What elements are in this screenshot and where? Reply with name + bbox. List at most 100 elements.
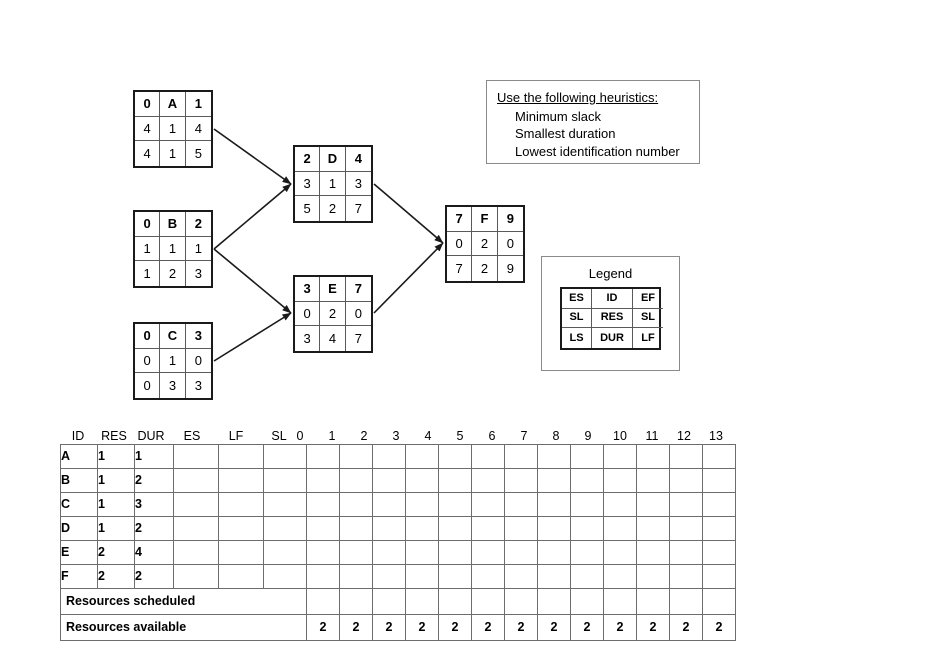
cell-c-sl[interactable] xyxy=(263,492,307,517)
timecell-c-2[interactable] xyxy=(372,492,406,517)
timecell-a-11[interactable] xyxy=(669,444,703,469)
activity-node-b[interactable]: 0 B 2 1 1 1 1 2 3 xyxy=(133,210,213,288)
timecell-d-7[interactable] xyxy=(537,516,571,541)
timecell-f-9[interactable] xyxy=(603,564,637,589)
cell-c-dur[interactable]: 3 xyxy=(134,492,174,517)
timecell-e-7[interactable] xyxy=(537,540,571,565)
timecell-d-5[interactable] xyxy=(471,516,505,541)
timecell-c-11[interactable] xyxy=(669,492,703,517)
timecell-e-10[interactable] xyxy=(636,540,670,565)
cell-d-dur[interactable]: 2 xyxy=(134,516,174,541)
timecell-b-8[interactable] xyxy=(570,468,604,493)
cell-b-lf[interactable] xyxy=(218,468,264,493)
timecell-e-11[interactable] xyxy=(669,540,703,565)
resources-scheduled-cell-8[interactable] xyxy=(570,588,604,615)
timecell-c-4[interactable] xyxy=(438,492,472,517)
timecell-b-7[interactable] xyxy=(537,468,571,493)
timecell-f-2[interactable] xyxy=(372,564,406,589)
activity-node-a[interactable]: 0 A 1 4 1 4 4 1 5 xyxy=(133,90,213,168)
cell-b-es[interactable] xyxy=(173,468,219,493)
resources-scheduled-cell-12[interactable] xyxy=(702,588,736,615)
timecell-a-9[interactable] xyxy=(603,444,637,469)
cell-a-lf[interactable] xyxy=(218,444,264,469)
resources-available-cell-2[interactable]: 2 xyxy=(372,614,406,641)
resources-available-cell-5[interactable]: 2 xyxy=(471,614,505,641)
timecell-c-12[interactable] xyxy=(702,492,736,517)
cell-a-dur[interactable]: 1 xyxy=(134,444,174,469)
resources-scheduled-cell-0[interactable] xyxy=(306,588,340,615)
activity-node-c[interactable]: 0 C 3 0 1 0 0 3 3 xyxy=(133,322,213,400)
cell-f-res[interactable]: 2 xyxy=(97,564,135,589)
timecell-d-6[interactable] xyxy=(504,516,538,541)
resources-available-cell-10[interactable]: 2 xyxy=(636,614,670,641)
timecell-a-6[interactable] xyxy=(504,444,538,469)
resources-scheduled-cell-5[interactable] xyxy=(471,588,505,615)
resources-available-cell-0[interactable]: 2 xyxy=(306,614,340,641)
timecell-b-3[interactable] xyxy=(405,468,439,493)
timecell-e-9[interactable] xyxy=(603,540,637,565)
resources-scheduled-cell-2[interactable] xyxy=(372,588,406,615)
timecell-a-3[interactable] xyxy=(405,444,439,469)
activity-node-d[interactable]: 2 D 4 3 1 3 5 2 7 xyxy=(293,145,373,223)
activity-node-f[interactable]: 7 F 9 0 2 0 7 2 9 xyxy=(445,205,525,283)
cell-e-sl[interactable] xyxy=(263,540,307,565)
cell-e-lf[interactable] xyxy=(218,540,264,565)
timecell-c-1[interactable] xyxy=(339,492,373,517)
timecell-e-0[interactable] xyxy=(306,540,340,565)
resources-available-cell-3[interactable]: 2 xyxy=(405,614,439,641)
cell-b-dur[interactable]: 2 xyxy=(134,468,174,493)
cell-c-id[interactable]: C xyxy=(60,492,98,517)
timecell-a-8[interactable] xyxy=(570,444,604,469)
timecell-e-5[interactable] xyxy=(471,540,505,565)
resources-scheduled-cell-9[interactable] xyxy=(603,588,637,615)
timecell-a-12[interactable] xyxy=(702,444,736,469)
timecell-b-1[interactable] xyxy=(339,468,373,493)
resources-scheduled-cell-4[interactable] xyxy=(438,588,472,615)
timecell-d-1[interactable] xyxy=(339,516,373,541)
resources-available-cell-4[interactable]: 2 xyxy=(438,614,472,641)
timecell-a-1[interactable] xyxy=(339,444,373,469)
timecell-d-11[interactable] xyxy=(669,516,703,541)
timecell-c-0[interactable] xyxy=(306,492,340,517)
timecell-d-8[interactable] xyxy=(570,516,604,541)
cell-c-es[interactable] xyxy=(173,492,219,517)
resources-scheduled-cell-1[interactable] xyxy=(339,588,373,615)
timecell-e-6[interactable] xyxy=(504,540,538,565)
timecell-e-3[interactable] xyxy=(405,540,439,565)
cell-a-id[interactable]: A xyxy=(60,444,98,469)
timecell-a-5[interactable] xyxy=(471,444,505,469)
timecell-a-0[interactable] xyxy=(306,444,340,469)
timecell-f-10[interactable] xyxy=(636,564,670,589)
cell-b-id[interactable]: B xyxy=(60,468,98,493)
timecell-b-11[interactable] xyxy=(669,468,703,493)
timecell-b-4[interactable] xyxy=(438,468,472,493)
timecell-f-0[interactable] xyxy=(306,564,340,589)
cell-f-lf[interactable] xyxy=(218,564,264,589)
resources-available-cell-12[interactable]: 2 xyxy=(702,614,736,641)
cell-e-es[interactable] xyxy=(173,540,219,565)
timecell-c-6[interactable] xyxy=(504,492,538,517)
timecell-e-12[interactable] xyxy=(702,540,736,565)
cell-f-id[interactable]: F xyxy=(60,564,98,589)
timecell-f-4[interactable] xyxy=(438,564,472,589)
timecell-b-5[interactable] xyxy=(471,468,505,493)
timecell-d-10[interactable] xyxy=(636,516,670,541)
timecell-c-5[interactable] xyxy=(471,492,505,517)
resources-available-cell-6[interactable]: 2 xyxy=(504,614,538,641)
cell-a-es[interactable] xyxy=(173,444,219,469)
activity-node-e[interactable]: 3 E 7 0 2 0 3 4 7 xyxy=(293,275,373,353)
timecell-d-12[interactable] xyxy=(702,516,736,541)
timecell-f-6[interactable] xyxy=(504,564,538,589)
timecell-a-4[interactable] xyxy=(438,444,472,469)
cell-b-sl[interactable] xyxy=(263,468,307,493)
timecell-c-10[interactable] xyxy=(636,492,670,517)
resources-scheduled-cell-7[interactable] xyxy=(537,588,571,615)
timecell-b-9[interactable] xyxy=(603,468,637,493)
cell-a-res[interactable]: 1 xyxy=(97,444,135,469)
resources-scheduled-cell-6[interactable] xyxy=(504,588,538,615)
cell-c-res[interactable]: 1 xyxy=(97,492,135,517)
timecell-c-7[interactable] xyxy=(537,492,571,517)
timecell-b-6[interactable] xyxy=(504,468,538,493)
cell-e-dur[interactable]: 4 xyxy=(134,540,174,565)
timecell-e-1[interactable] xyxy=(339,540,373,565)
